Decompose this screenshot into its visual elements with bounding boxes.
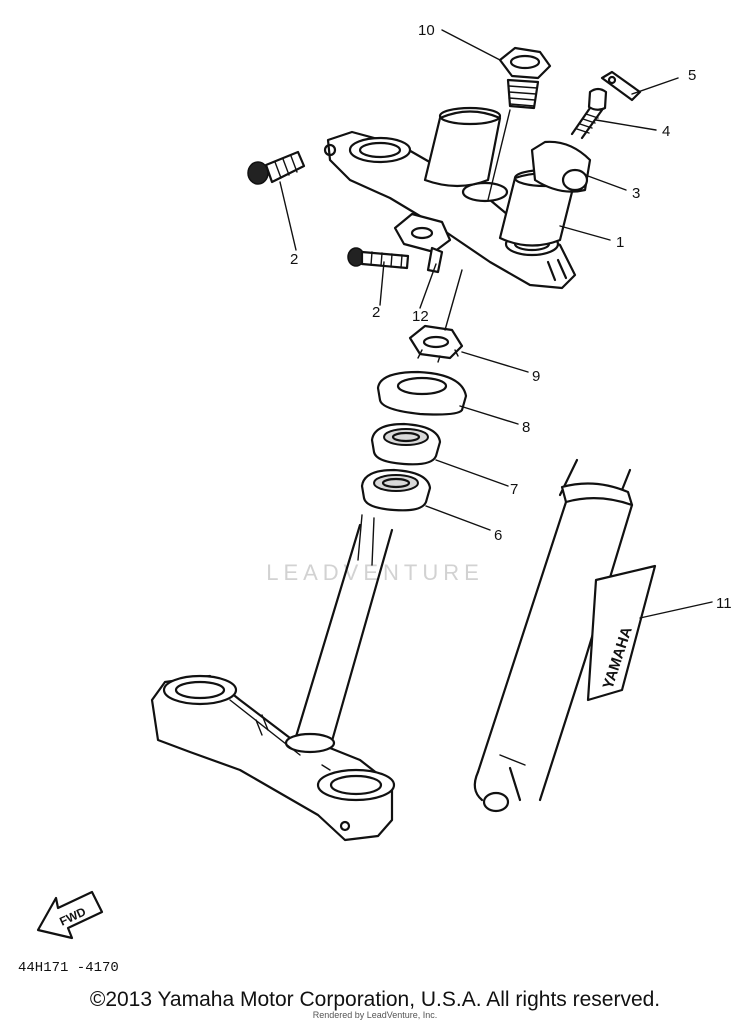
pinch-bolt-upper [247,150,306,185]
callout-1: 1 [616,234,624,251]
callout-2a: 2 [290,251,298,268]
callout-2b: 2 [372,304,380,321]
callout-11: 11 [716,595,732,612]
callout-12: 12 [412,308,429,325]
callout-7: 7 [510,481,518,498]
front-fork-outer-tube [473,458,634,813]
rendered-by-text: Rendered by LeadVenture, Inc. [313,1010,438,1020]
callout-6: 6 [494,527,502,544]
lock-washer [393,212,452,274]
lower-bearing [360,468,432,512]
callout-numbers: 10 5 4 3 1 2 2 12 9 8 7 6 11 [290,22,732,612]
callout-5: 5 [688,67,696,84]
yamaha-fork-decal: YAMAHA [586,564,657,702]
diagram-code: 44H171 -4170 [18,960,119,976]
ring-nut [408,324,464,363]
callout-3: 3 [632,185,640,202]
leader-lines [279,29,713,619]
upper-bearing [370,422,442,466]
callout-4: 4 [662,123,670,140]
upper-bracket [323,106,577,290]
lower-bracket-assembly [150,514,396,842]
handlebar-holder-upper [530,140,592,193]
callout-9: 9 [532,368,540,385]
handlebar-bolt [570,87,608,140]
callout-10: 10 [418,22,435,39]
forward-arrow-icon: FWD [36,890,104,940]
callout-8: 8 [522,419,530,436]
bearing-cover [376,370,468,416]
watermark-text: LEADVENTURE [266,560,484,585]
steering-stem-nut [498,46,552,110]
pinch-bolt-lower [347,247,410,270]
copyright-notice: ©2013 Yamaha Motor Corporation, U.S.A. A… [89,988,661,1011]
cable-guide-plate [600,70,642,102]
